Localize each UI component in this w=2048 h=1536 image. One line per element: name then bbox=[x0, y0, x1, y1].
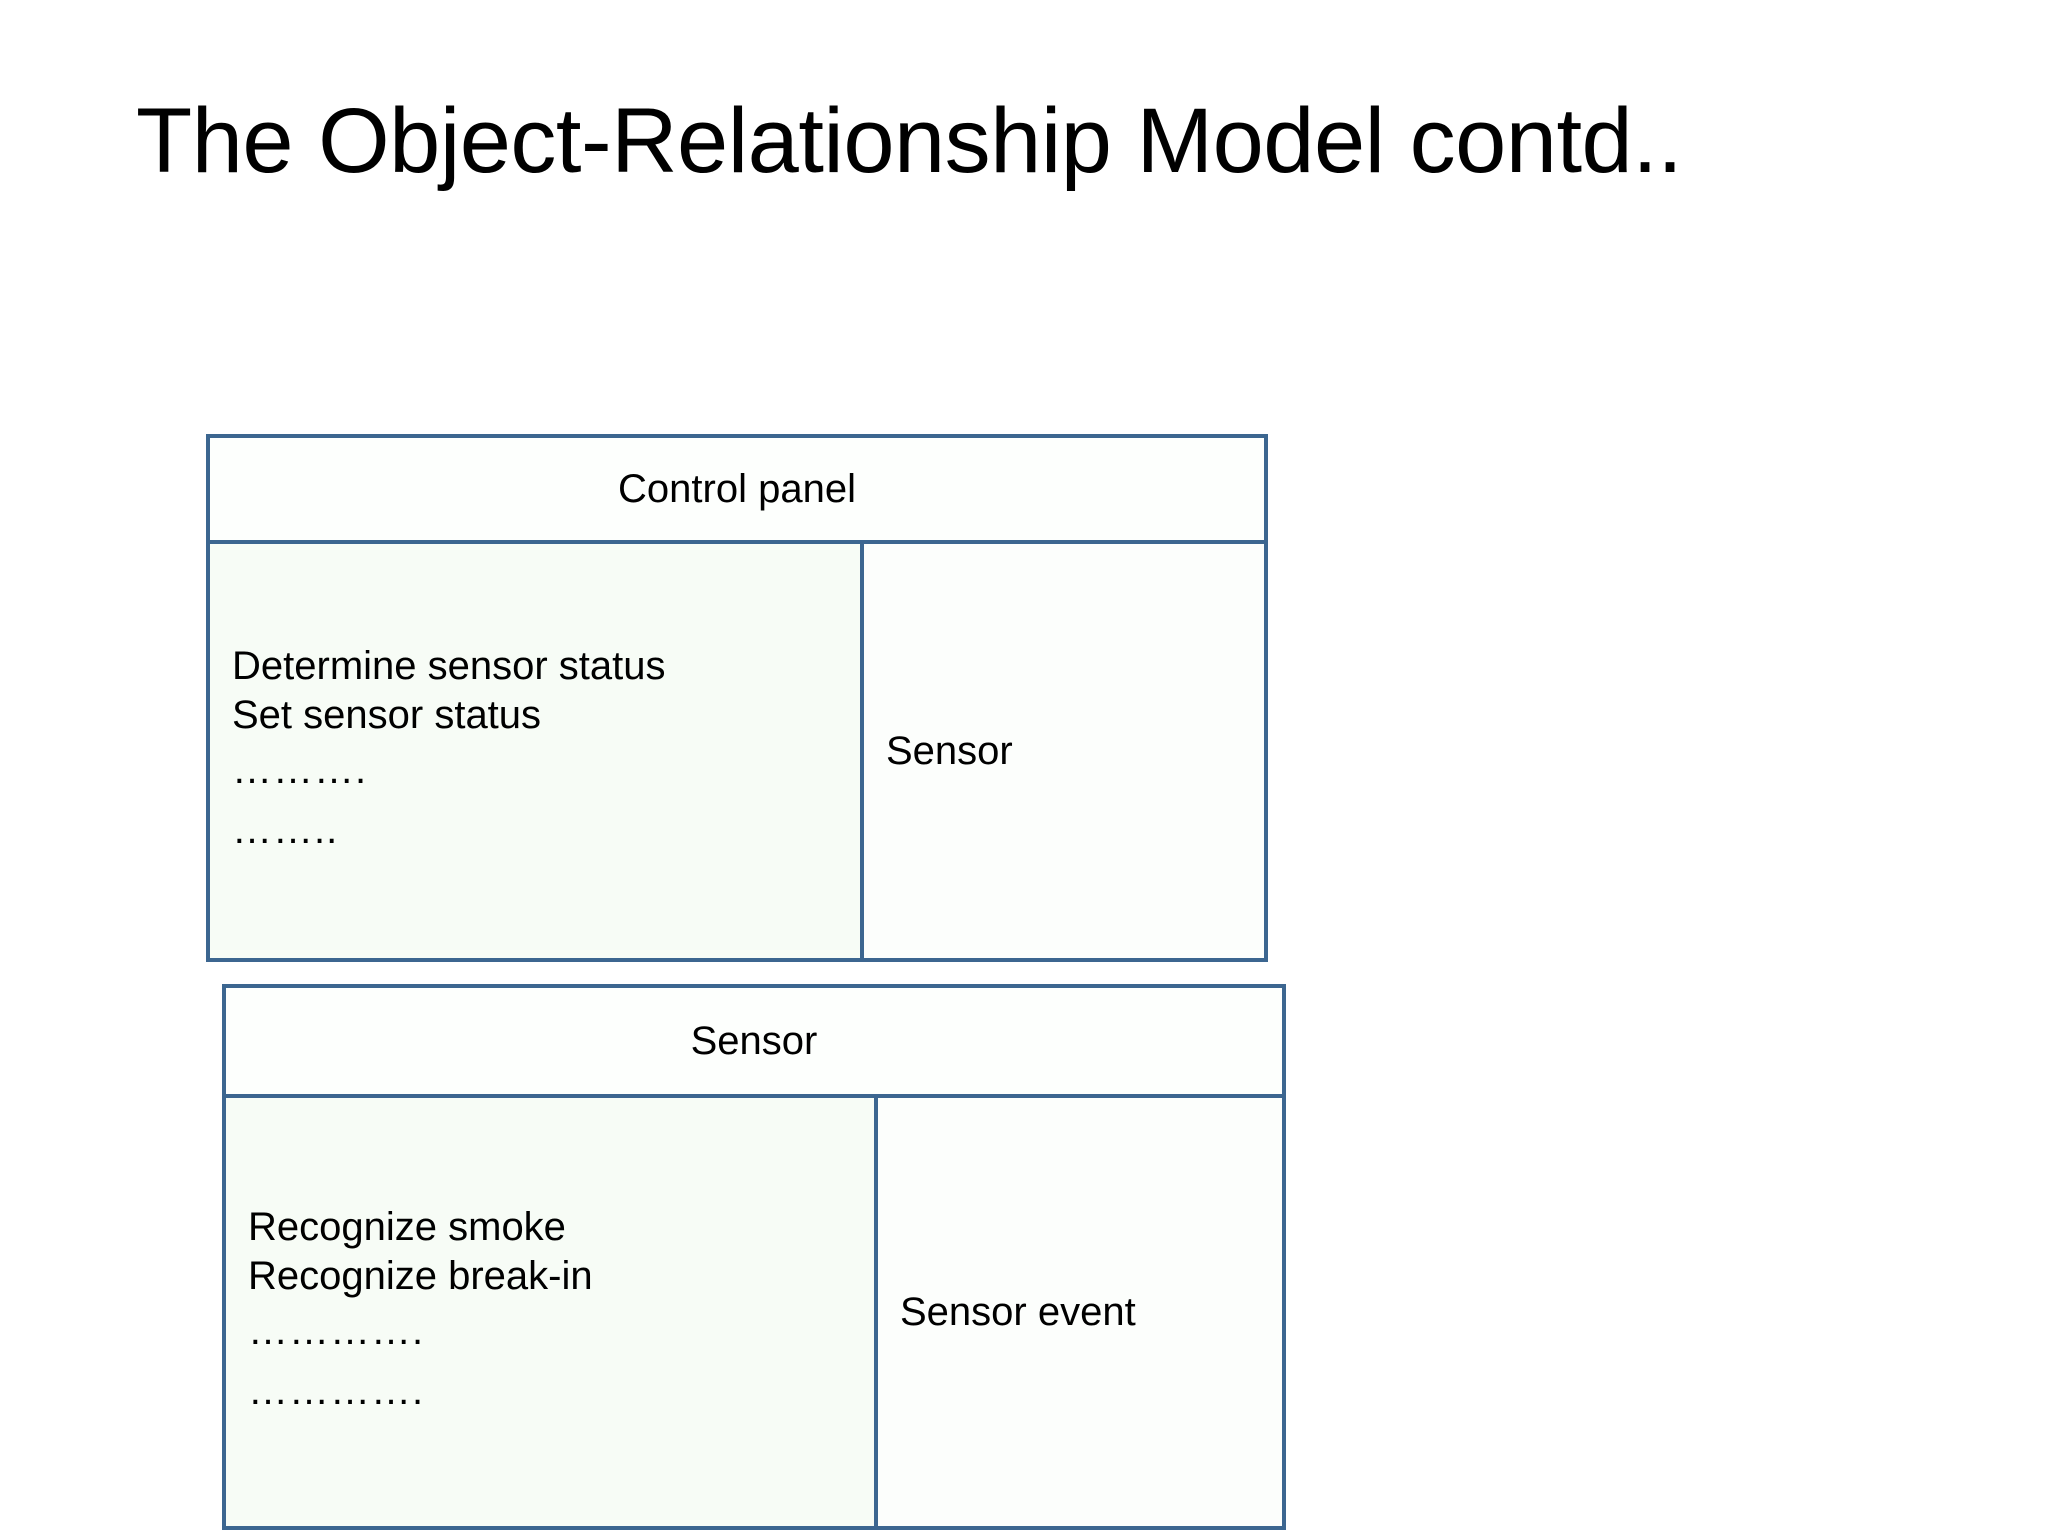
object-table-body: Determine sensor status Set sensor statu… bbox=[210, 544, 1264, 958]
operation-line: Set sensor status bbox=[232, 693, 542, 737]
operation-line: Recognize smoke bbox=[248, 1205, 566, 1250]
operations-cell-control-panel: Determine sensor status Set sensor statu… bbox=[210, 544, 864, 958]
page-title: The Object-Relationship Model contd.. bbox=[136, 90, 1683, 192]
association-cell-sensor: Sensor event bbox=[878, 1098, 1282, 1526]
operations-cell-sensor: Recognize smoke Recognize break-in ………….… bbox=[226, 1098, 878, 1526]
object-table-header-control-panel: Control panel bbox=[210, 438, 1264, 544]
association-cell-control-panel: Sensor bbox=[864, 544, 1264, 958]
object-table-control-panel: Control panel Determine sensor status Se… bbox=[206, 434, 1268, 962]
object-table-body: Recognize smoke Recognize break-in ………….… bbox=[226, 1098, 1282, 1526]
operation-ellipsis-line: ………. bbox=[232, 747, 368, 792]
object-table-sensor: Sensor Recognize smoke Recognize break-i… bbox=[222, 984, 1286, 1530]
operation-ellipsis-line: …………. bbox=[248, 1308, 425, 1353]
association-label: Sensor bbox=[886, 728, 1013, 773]
operation-ellipsis-line: …………. bbox=[248, 1368, 425, 1413]
object-table-header-sensor: Sensor bbox=[226, 988, 1282, 1098]
operation-ellipsis-line: …….. bbox=[232, 807, 339, 852]
operation-line: Determine sensor status bbox=[232, 644, 666, 689]
association-label: Sensor event bbox=[900, 1289, 1136, 1334]
operation-line: Recognize break-in bbox=[248, 1254, 593, 1298]
